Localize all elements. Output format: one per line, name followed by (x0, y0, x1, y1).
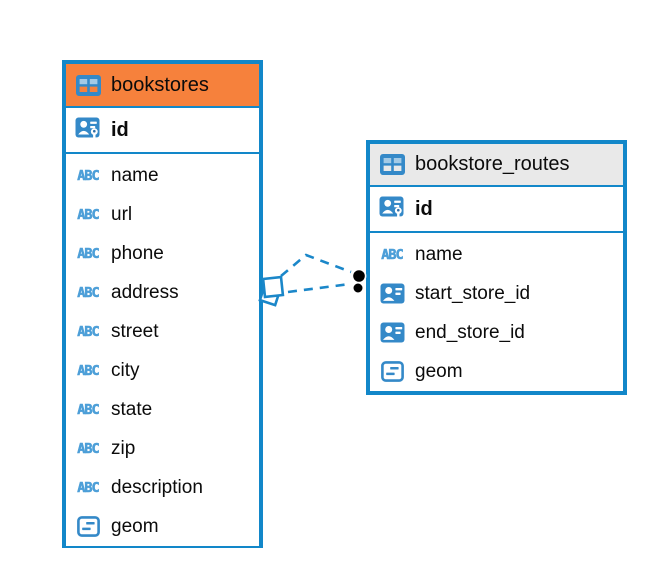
table-row[interactable]: ABC zip (66, 429, 259, 468)
table-row[interactable]: end_store_id (370, 313, 623, 352)
relationship-line-lower[interactable] (287, 282, 351, 294)
table-bookstores[interactable]: bookstores (62, 60, 263, 548)
column-name: url (111, 203, 133, 225)
column-name: id (111, 118, 129, 141)
table-name: bookstore_routes (415, 153, 570, 175)
text-type-icon: ABC (77, 401, 100, 418)
table-row-pk[interactable]: id (370, 187, 623, 233)
column-name: description (111, 476, 203, 498)
table-header-bookstore-routes[interactable]: bookstore_routes (370, 144, 623, 187)
text-type-icon: ABC (77, 440, 100, 457)
text-type-icon: ABC (77, 284, 100, 301)
text-type-icon: ABC (381, 246, 404, 263)
column-name: start_store_id (415, 282, 531, 304)
table-row[interactable]: ABC address (66, 273, 259, 312)
column-name: geom (111, 515, 159, 537)
column-name: state (111, 398, 153, 420)
reference-type-icon (378, 283, 406, 304)
text-type-icon: ABC (77, 206, 100, 223)
key-glyph (90, 128, 98, 142)
text-type-icon: ABC (77, 362, 100, 379)
column-name: city (111, 359, 140, 381)
table-row[interactable]: ABC name (370, 235, 623, 274)
column-name: geom (415, 360, 463, 382)
text-type-icon: ABC (77, 479, 100, 496)
object-type-icon (378, 361, 406, 382)
column-name: name (415, 243, 463, 265)
key-glyph (394, 207, 402, 221)
primary-key-icon (74, 117, 102, 143)
column-name: id (415, 197, 433, 220)
table-row[interactable]: ABC street (66, 312, 259, 351)
table-row[interactable]: start_store_id (370, 274, 623, 313)
table-icon (74, 74, 102, 96)
table-row[interactable]: ABC url (66, 195, 259, 234)
table-row[interactable]: ABC state (66, 390, 259, 429)
table-row-pk[interactable]: id (66, 108, 259, 154)
table-row[interactable]: ABC description (66, 468, 259, 507)
table-header-bookstores[interactable]: bookstores (66, 64, 259, 108)
column-name: end_store_id (415, 321, 525, 343)
fields-bookstore-routes: ABC name start_store_id (370, 233, 623, 391)
table-row[interactable]: ABC name (66, 156, 259, 195)
table-icon (378, 154, 406, 175)
column-name: street (111, 320, 159, 342)
text-type-icon: ABC (77, 167, 100, 184)
table-bookstore-routes[interactable]: bookstore_routes (366, 140, 627, 395)
table-row[interactable]: ABC city (66, 351, 259, 390)
column-name: phone (111, 242, 164, 264)
column-name: address (111, 281, 179, 303)
table-row[interactable]: ABC phone (66, 234, 259, 273)
text-type-icon: ABC (77, 323, 100, 340)
fields-bookstores: ABC name ABC url ABC phone ABC address A… (66, 154, 259, 546)
table-name: bookstores (111, 73, 209, 96)
primary-key-icon (378, 196, 406, 222)
column-name: name (111, 164, 159, 186)
reference-type-icon (378, 322, 406, 343)
table-row[interactable]: geom (66, 507, 259, 546)
relationship-source-marker[interactable] (258, 275, 285, 307)
relationship-target-marker[interactable] (351, 268, 367, 294)
relationship-line-upper[interactable] (280, 253, 352, 277)
column-name: zip (111, 437, 136, 459)
text-type-icon: ABC (77, 245, 100, 262)
object-type-icon (74, 516, 102, 537)
table-row[interactable]: geom (370, 352, 623, 391)
